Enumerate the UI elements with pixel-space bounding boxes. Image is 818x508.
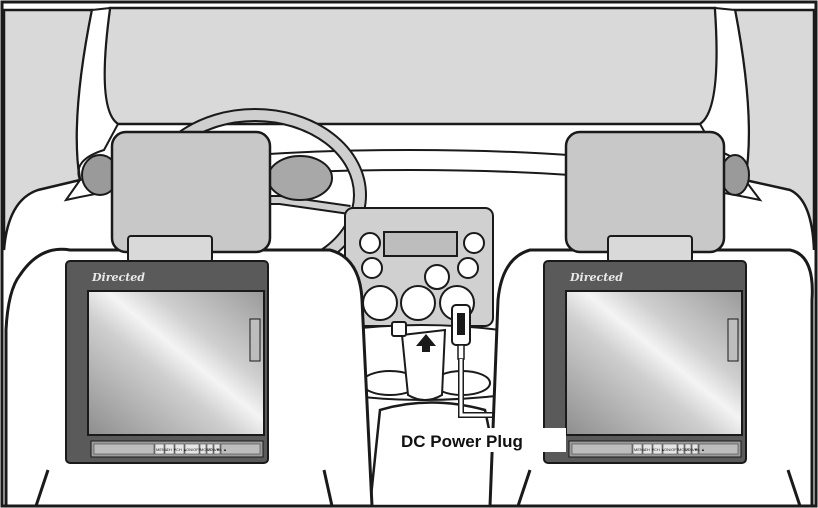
dc-power-plug-label: DC Power Plug [401, 432, 523, 451]
left-headrest [112, 132, 270, 262]
left-monitor-controls: MENU CH ▼ CH ▲ ON/OFF MODE VOL ▼ VOL ▲ [156, 447, 227, 452]
right-monitor-brand: Directed [569, 271, 623, 284]
armrest [370, 403, 505, 507]
right-monitor-controls: MENU CH ▼ CH ▲ ON/OFF MODE VOL ▼ VOL ▲ [634, 447, 705, 452]
btn-label: VOL ▲ [692, 447, 705, 452]
btn-label: VOL ▲ [214, 447, 227, 452]
left-headrest-monitor: Directed [66, 261, 268, 463]
instrument-pod [268, 156, 332, 200]
right-headrest [566, 132, 724, 262]
left-monitor-brand: Directed [91, 271, 145, 284]
right-headrest-monitor: Directed [544, 261, 746, 463]
windshield [105, 8, 717, 124]
power-socket [392, 322, 406, 336]
